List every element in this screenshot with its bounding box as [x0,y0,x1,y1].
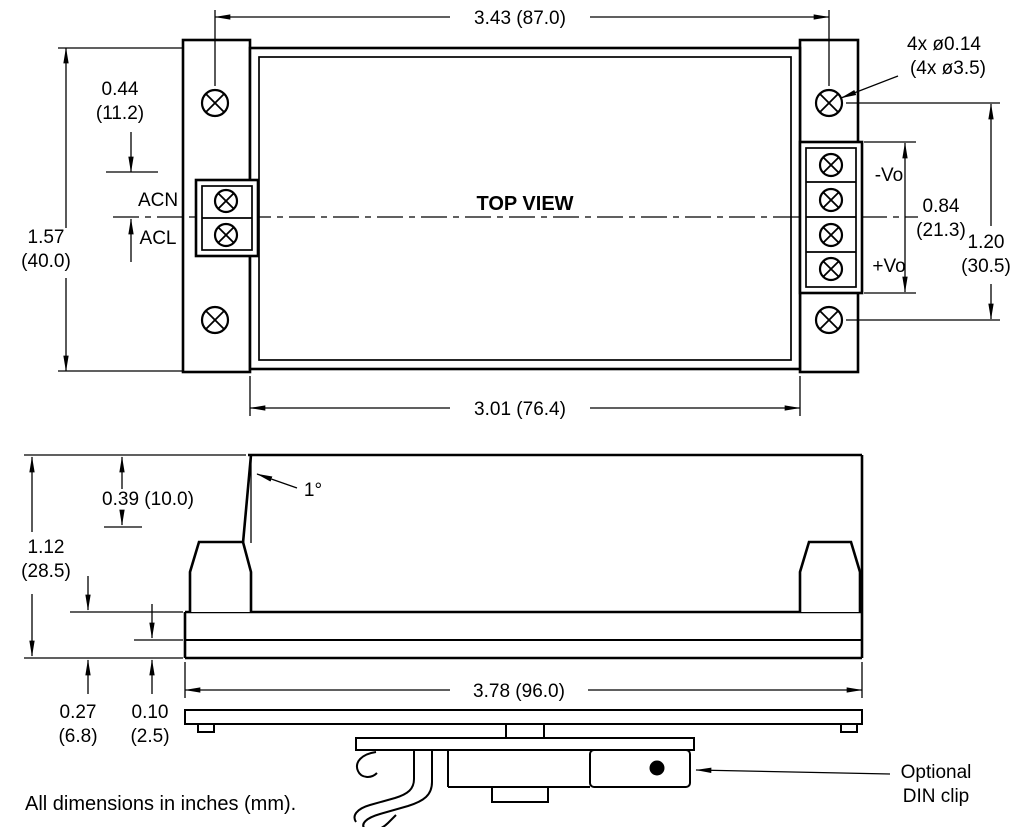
side-left-draft-edge [241,454,253,544]
terminal-screw-acn [213,188,239,214]
mounting-hole-bottom-left [200,305,230,335]
dim-text-terminal-span-in: 0.84 [923,196,960,217]
dim-top-lip: 0.39 (10.0) [24,454,246,528]
dim-text-terminal-span-mm: (21.3) [916,220,966,241]
dim-text-top-lip: 0.39 (10.0) [102,489,194,510]
rail-center-foot [491,786,549,803]
dc-terminal-block [798,140,864,295]
hole-callout-mm: (4x ø3.5) [910,58,986,79]
label-pos-vo: +Vo [872,256,905,277]
dim-text-side-height-mm: (28.5) [21,561,71,582]
footer-note: All dimensions in inches (mm). [25,793,296,815]
dim-text-ac-offset-mm: (11.2) [96,103,144,124]
bottom-plate [184,709,863,725]
dim-text-overall-width: 3.78 (96.0) [473,681,565,702]
label-acl: ACL [140,228,177,249]
dim-text-base-mm: (2.5) [130,726,169,747]
dim-text-height-mm: (40.0) [21,251,71,272]
din-clip-label-line2: DIN clip [903,786,970,807]
din-clip-label-line1: Optional [901,762,972,783]
dim-body-width: 3.01 (76.4) [249,376,801,420]
bottom-tab-left [197,723,215,733]
terminal-screw-2 [818,187,844,213]
dim-base-thickness: 0.10 (2.5) [130,604,183,747]
terminal-screw-acl [213,222,239,248]
dim-text-mount-hole-spacing: 3.43 (87.0) [474,8,566,29]
mounting-hole-top-right [814,88,844,118]
din-clip-screw-dot [649,760,665,776]
clip-connector [505,723,545,739]
terminal-screw-3 [818,222,844,248]
din-rail-assembly [184,709,863,827]
spring-clip-inner [353,750,415,823]
bottom-tab-right [840,723,858,733]
dim-overall-height: 1.57 (40.0) [21,47,183,372]
dim-overall-width: 3.78 (96.0) [184,662,863,702]
dim-side-height: 1.12 (28.5) [21,456,183,659]
right-mounting-foot [798,540,862,612]
dim-text-hole-spacing-mm: (30.5) [961,256,1011,277]
dim-text-side-height-in: 1.12 [28,537,65,558]
label-acn: ACN [138,190,178,211]
left-mounting-foot [188,540,253,612]
dim-text-draft-angle: 1° [304,480,322,501]
dim-ac-offset: 0.44 (11.2) [96,79,158,262]
mounting-hole-bottom-right [814,305,844,335]
module-body-outline [248,46,802,371]
dim-text-flange-mm: (6.8) [58,726,97,747]
side-view: 1° 0.39 (10.0) 1.12 (28.5) 0.27 (6.8) [21,453,972,827]
dim-mount-hole-spacing: 3.43 (87.0) [214,8,830,86]
mounting-hole-top-left [200,88,230,118]
spring-clip-hook [356,751,378,778]
draft-angle-callout: 1° [256,473,322,501]
hole-callout: 4x ø0.14 (4x ø3.5) [840,34,986,99]
dim-text-base-in: 0.10 [132,702,169,723]
dim-text-hole-spacing-in: 1.20 [968,232,1005,253]
din-clip-callout: Optional DIN clip [695,762,972,807]
clip-top-plate [355,737,695,751]
dim-terminal-span: 0.84 (21.3) [864,141,966,294]
spring-clip-outer [362,750,433,827]
top-view: TOP VIEW ACN ACL -Vo +Vo 3.43 (87.0) 1.5… [21,8,1011,420]
dim-text-flange-in: 0.27 [60,702,97,723]
dim-text-height-in: 1.57 [28,227,65,248]
top-view-title: TOP VIEW [476,193,573,215]
terminal-screw-4 [818,256,844,282]
dim-text-ac-offset-in: 0.44 [102,79,139,100]
ac-terminal-block [194,178,260,258]
terminal-screw-1 [818,152,844,178]
hole-callout-in: 4x ø0.14 [907,34,981,55]
label-neg-vo: -Vo [875,165,904,186]
din-clip-latch-block [589,749,691,788]
dim-text-body-width: 3.01 (76.4) [474,399,566,420]
dim-flange-thickness: 0.27 (6.8) [58,576,183,747]
dim-hole-spacing-vertical: 1.20 (30.5) [846,102,1011,321]
